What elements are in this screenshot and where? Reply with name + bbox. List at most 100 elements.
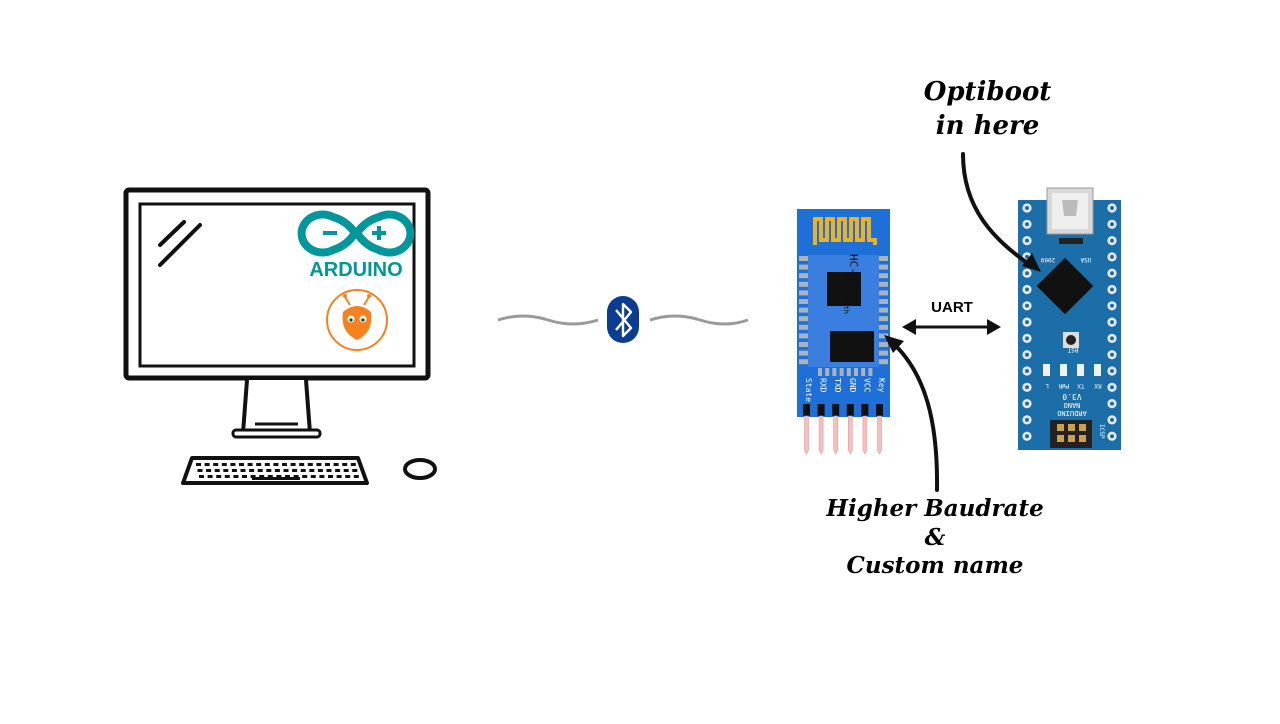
keyboard-key: [316, 463, 322, 466]
hc05-pin-label: Key: [877, 378, 886, 393]
keyboard-key: [267, 475, 273, 478]
keyboard-key: [196, 463, 201, 466]
hc05-header-pin: [848, 415, 853, 455]
nano-pin-hole-center: [1110, 401, 1114, 406]
hc05-pin-housing: [861, 404, 869, 416]
hc05-pad: [879, 281, 888, 287]
nano-name-line3: V3.0: [1062, 392, 1081, 401]
keyboard-spacebar: [252, 477, 300, 480]
nano-pin-hole-center: [1025, 206, 1029, 210]
icsp-pin: [1079, 435, 1086, 442]
hc05-pad: [868, 368, 873, 376]
hc05-pad: [799, 359, 808, 365]
keyboard-key: [302, 475, 308, 478]
nano-pin-hole-center: [1110, 336, 1114, 341]
keyboard-key: [285, 475, 290, 478]
hc05-pad: [879, 290, 888, 296]
nano-led: [1094, 364, 1101, 376]
keyboard-key: [259, 475, 265, 478]
computer: ARDUINO: [123, 187, 437, 485]
keyboard-key: [223, 469, 229, 472]
baud-arrow: [884, 335, 940, 492]
hc05-pad: [799, 273, 808, 279]
keyboard-key: [293, 475, 299, 478]
icsp-pin: [1068, 424, 1075, 431]
hc05-pad: [799, 324, 808, 330]
hc05-pad: [839, 368, 844, 376]
nano-pin-hole-center: [1110, 254, 1114, 259]
hc05-pad: [799, 281, 808, 287]
hc05-header-pin: [877, 415, 882, 455]
keyboard-key: [230, 463, 236, 466]
nano-pin-hole-center: [1110, 369, 1114, 373]
keyboard-key: [317, 469, 323, 472]
hc05-pin-housing: [876, 404, 883, 416]
nano-pin-hole-center: [1025, 417, 1029, 422]
nano-led-label: PWR: [1058, 382, 1069, 389]
hc05-pad: [799, 264, 808, 270]
nano-pin-hole-center: [1110, 352, 1114, 357]
nano-country: USA: [1080, 256, 1091, 263]
keyboard-key: [250, 475, 256, 478]
nano-pin-hole-center: [1110, 222, 1114, 227]
nano-pin-hole-center: [1110, 320, 1114, 325]
nano-name-line1: ARDUINO: [1057, 409, 1087, 417]
nano-pin-hole-center: [1110, 238, 1114, 243]
hc05-header-pin: [804, 415, 809, 455]
keyboard-key: [292, 469, 298, 472]
nano-led: [1060, 364, 1067, 376]
icsp-pin: [1057, 424, 1064, 431]
icsp-header: ICSP: [1050, 420, 1105, 448]
nano-pin-hole-center: [1110, 271, 1114, 276]
keyboard-key: [309, 469, 315, 472]
keyboard-key: [247, 463, 253, 466]
optiboot-annotation-line2: in here: [935, 111, 1040, 141]
keyboard-key: [221, 463, 227, 466]
nano-pin-hole-center: [1025, 271, 1029, 276]
baud-annotation-line3: Custom name: [846, 552, 1024, 579]
nano-pin-hole-center: [1025, 352, 1029, 357]
nano-icsp-label: ICSP: [1098, 424, 1105, 439]
keyboard-key: [283, 469, 289, 472]
keyboard-key: [300, 469, 306, 472]
hc05-pad: [879, 299, 888, 304]
hc05-pad: [879, 350, 888, 356]
keyboard-key: [343, 469, 349, 472]
hc05-header-pins: [803, 404, 883, 455]
hc05-pad: [818, 368, 822, 376]
hc05-pin-housing: [803, 404, 810, 416]
keyboard-key: [273, 463, 279, 466]
keyboard-key: [242, 475, 247, 478]
hc05-pad: [879, 359, 888, 365]
keyboard-key: [328, 475, 333, 478]
hc05-chip-title: HC-05: [847, 254, 860, 287]
optiboot-arrow: [961, 152, 1041, 272]
nano-led-label: L: [1045, 382, 1049, 389]
hc05-pad: [879, 264, 888, 270]
hc05-pad: [879, 333, 888, 339]
keyboard-key: [345, 475, 351, 478]
nano-pin-hole-center: [1025, 336, 1029, 341]
keyboard-key: [336, 475, 342, 478]
keyboard-key: [264, 463, 270, 466]
hc05-pad: [879, 342, 888, 347]
atmega328-chip: [1036, 257, 1094, 315]
nano-pin-holes: [1022, 203, 1117, 441]
keyboard-key: [214, 469, 220, 472]
optiboot-annotation-line1: Optiboot: [923, 77, 1052, 107]
keyboard-key: [216, 475, 222, 478]
keyboard-key: [350, 463, 356, 466]
hc05-pin-housing: [846, 404, 854, 416]
keyboard-key: [207, 475, 213, 478]
platformio-logo-icon: [326, 289, 388, 351]
keyboard-key: [310, 475, 316, 478]
nano-pin-hole-center: [1025, 303, 1029, 308]
hc05-pad: [879, 307, 888, 313]
hc05-pad: [879, 324, 888, 330]
hc05-pad: [825, 368, 830, 376]
uart-label: UART: [931, 299, 973, 316]
